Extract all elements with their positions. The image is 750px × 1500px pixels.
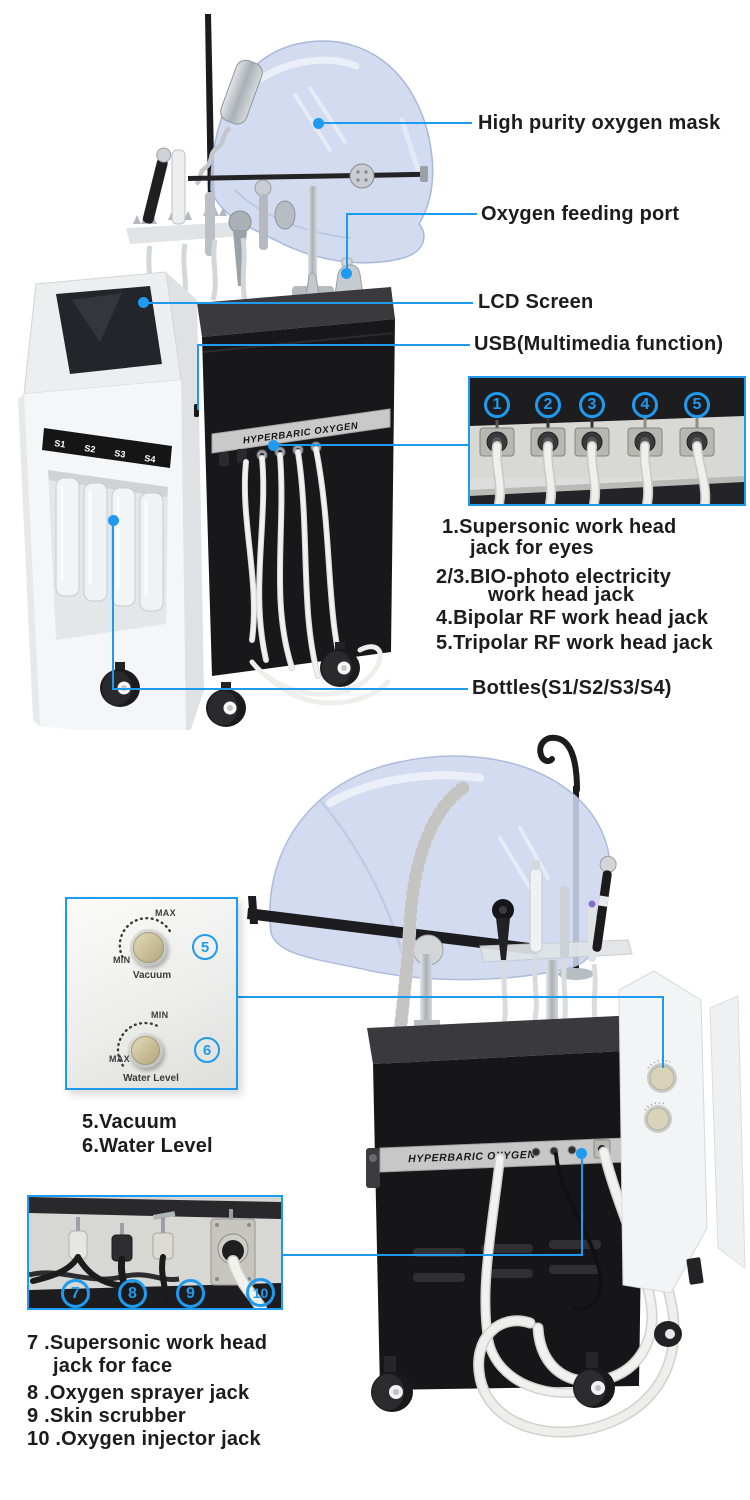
label-oxygen-mask: High purity oxygen mask xyxy=(478,112,721,134)
badge-8: 8 xyxy=(118,1279,147,1308)
badge-4: 4 xyxy=(632,392,658,418)
water-min-label: MIN xyxy=(151,1010,169,1020)
badge-5-knob: 5 xyxy=(192,934,218,960)
callout-line-knobs-h xyxy=(238,996,664,998)
jack-notes-bottom: 7 .Supersonic work head jack for face 8 … xyxy=(27,1332,267,1451)
small-port xyxy=(305,272,320,297)
inset-jacks-1-5: 1 2 3 4 5 xyxy=(468,376,746,506)
callout-line-lcd xyxy=(146,302,473,304)
callout-line-jacks xyxy=(276,444,468,446)
white-handpiece xyxy=(171,149,186,225)
badge-1: 1 xyxy=(484,392,510,418)
skin-scrubber-pen xyxy=(142,147,172,224)
note-line: 1.Supersonic work head xyxy=(442,516,677,538)
callout-line-jacks2-h xyxy=(283,1254,583,1256)
bottles xyxy=(55,477,164,612)
white-console: S1 S2 S3 S4 xyxy=(18,271,204,730)
inset-jacks-7-10: 7 8 9 10 xyxy=(27,1195,283,1310)
note-line: 5.Tripolar RF work head jack xyxy=(436,632,713,654)
note-line: 9 .Skin scrubber xyxy=(27,1405,186,1427)
callout-line-bottles-v xyxy=(112,524,114,689)
lcd-screen xyxy=(56,286,162,374)
callout-dot-mask xyxy=(313,118,324,129)
handpiece-rack-rear xyxy=(479,855,633,1036)
machine-photo-front: HYPERBARIC OXYGEN xyxy=(18,14,434,730)
note-vacuum: 5.Vacuum xyxy=(82,1111,177,1133)
casters-rear xyxy=(371,1321,682,1412)
note-line: jack for eyes xyxy=(470,537,594,559)
side-panel xyxy=(618,970,746,1294)
badge-7: 7 xyxy=(61,1279,90,1308)
water-knob-label: Water Level xyxy=(123,1073,179,1084)
bottle-label-s4: S4 xyxy=(144,453,156,464)
callout-dot-bottles xyxy=(108,515,119,526)
label-bottles: Bottles(S1/S2/S3/S4) xyxy=(472,677,672,699)
jack-9 xyxy=(152,1211,176,1308)
note-line: 10 .Oxygen injector jack xyxy=(27,1428,261,1450)
casters xyxy=(100,642,360,727)
badge-3: 3 xyxy=(579,392,605,418)
vacuum-knob-label: Vacuum xyxy=(132,970,172,981)
vacuum-knob-on-panel xyxy=(647,1059,677,1093)
water-knob-on-panel xyxy=(644,1102,672,1133)
callout-dot-lcd xyxy=(138,297,149,308)
callout-line-feeding-port-v xyxy=(346,214,348,272)
water-level-knob xyxy=(128,1033,163,1068)
bottle-label-strip xyxy=(42,428,172,468)
inset-jack-cables xyxy=(491,441,711,504)
badge-5: 5 xyxy=(684,392,710,418)
label-lcd: LCD Screen xyxy=(478,291,594,313)
inset-jack-plugs xyxy=(495,416,699,430)
note-line: work head jack xyxy=(488,584,635,606)
inset-jacks-photo xyxy=(470,378,744,504)
callout-line-jacks2-v xyxy=(581,1158,583,1256)
label-feeding-port: Oxygen feeding port xyxy=(481,203,680,225)
vacuum-knob xyxy=(130,929,167,966)
inset-knobs: MAX MIN Vacuum 5 MIN MAX Water Level 6 xyxy=(65,897,238,1090)
bottle-label-s1: S1 xyxy=(54,438,66,449)
callout-dot-jacks xyxy=(268,440,279,451)
note-line: 7 .Supersonic work head xyxy=(27,1332,268,1354)
callout-line-usb-h xyxy=(198,344,470,346)
bottle-label-s3: S3 xyxy=(114,448,126,459)
control-notes: 5.Vacuum 6.Water Level xyxy=(82,1110,213,1158)
note-water-level: 6.Water Level xyxy=(82,1135,213,1157)
note-line: 4.Bipolar RF work head jack xyxy=(436,607,709,629)
jack-notes-top: 1.Supersonic work head jack for eyes 2/3… xyxy=(436,517,713,654)
water-max-label: MAX xyxy=(109,1054,130,1064)
inset-jacks2-photo xyxy=(29,1197,281,1308)
callout-line-knobs-v xyxy=(662,996,664,1068)
callout-dot-feeding-port xyxy=(341,268,352,279)
note-line: 2/3.BIO-photo electricity xyxy=(436,566,672,588)
callout-line-mask xyxy=(322,122,472,124)
dome-support-bar xyxy=(187,163,428,189)
badge-6-knob: 6 xyxy=(194,1037,220,1063)
knob-arcs xyxy=(116,917,172,1067)
machine-black-body-rear: HYPERBARIC OXYGEN xyxy=(366,1015,644,1390)
badge-9: 9 xyxy=(176,1279,205,1308)
callout-line-usb-v xyxy=(197,344,199,410)
callout-line-feeding-port-h xyxy=(346,213,477,215)
badge-10: 10 xyxy=(246,1278,275,1307)
vacuum-max-label: MAX xyxy=(155,908,176,918)
machine-black-body: HYPERBARIC OXYGEN xyxy=(197,287,395,706)
vacuum-min-label: MIN xyxy=(113,955,131,965)
label-usb: USB(Multimedia function) xyxy=(474,333,724,355)
bottle-label-s2: S2 xyxy=(84,443,96,454)
badge-2: 2 xyxy=(535,392,561,418)
dome-bar xyxy=(247,896,538,955)
note-line: jack for face xyxy=(53,1355,173,1377)
note-line: 8 .Oxygen sprayer jack xyxy=(27,1382,250,1404)
machine-photo-rear: HYPERBARIC OXYGEN xyxy=(247,734,746,1438)
inset-jack-flanges xyxy=(479,427,715,457)
callout-line-bottles-h xyxy=(112,688,468,690)
callout-dot-jacks2 xyxy=(576,1148,587,1159)
